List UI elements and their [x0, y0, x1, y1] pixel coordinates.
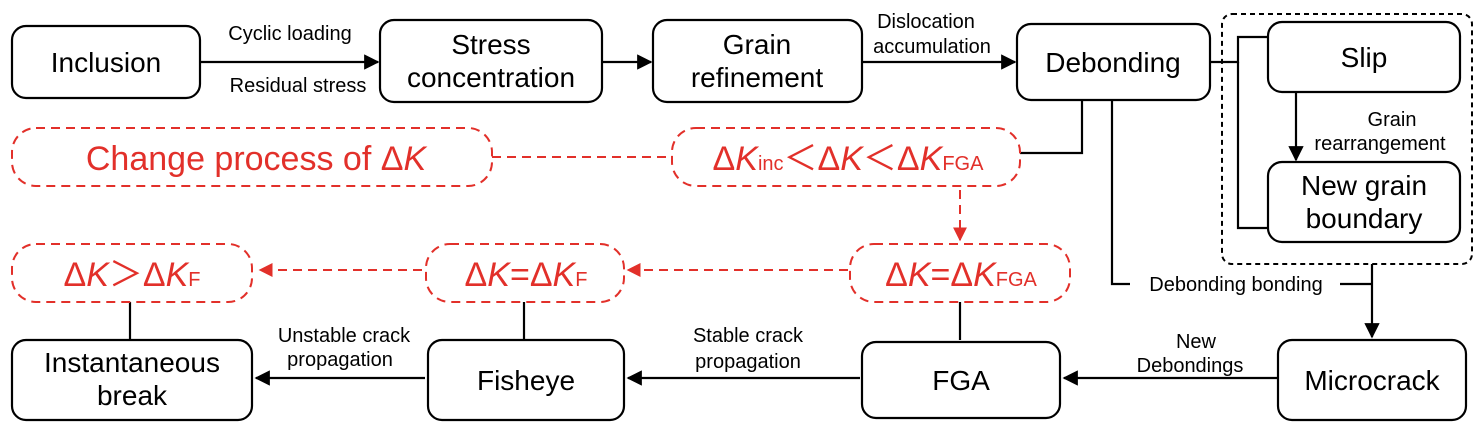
edge-dislocation-line2: accumulation	[873, 36, 991, 58]
node-instant-line1: Instantaneous	[44, 347, 220, 378]
node-fisheye-box	[426, 338, 626, 422]
edge-new-debondings-line1: New	[1176, 331, 1217, 353]
node-inclusion: Inclusion	[51, 47, 162, 78]
dk-range-box	[671, 127, 1021, 187]
node-debonding-box	[1015, 22, 1212, 102]
edge-dislocation-line1: Dislocation	[877, 11, 975, 33]
node-stress-line1: Stress	[451, 29, 530, 60]
node-instant-line2: break	[97, 380, 168, 411]
line-debonding-range	[1020, 100, 1084, 155]
dk-range-text: ΔKinc＜ΔK＜ΔKFGA	[713, 140, 985, 178]
node-grain-line1: Grain	[723, 29, 791, 60]
line-bracket-newgrain	[1236, 62, 1268, 230]
node-grain-box	[651, 18, 864, 104]
edge-grain-rearr-line2: rearrangement	[1314, 133, 1446, 155]
node-newgrain-line2: boundary	[1306, 203, 1423, 234]
edge-residual-stress: Residual stress	[230, 75, 367, 97]
dk-fgaeq-text: ΔK=ΔKFGA	[885, 256, 1037, 294]
line-debonding-bonding-left	[1110, 100, 1130, 286]
dk-fgt-text: ΔK＞ΔKF	[63, 256, 200, 294]
edge-unstable-line2: propagation	[287, 349, 393, 371]
node-fga-box	[860, 340, 1062, 420]
line-debonding-slip	[1210, 35, 1268, 64]
node-microcrack: Microcrack	[1304, 365, 1440, 396]
dk-feq-box	[425, 243, 625, 303]
node-fisheye: Fisheye	[477, 365, 575, 396]
edge-debonding-bonding: Debonding bonding	[1149, 274, 1323, 296]
dk-change-text: Change process of ΔK	[86, 140, 428, 178]
edge-stable-line2: propagation	[695, 351, 801, 373]
edge-stable-line1: Stable crack	[693, 325, 804, 347]
edge-new-debondings-line2: Debondings	[1137, 355, 1244, 377]
node-fga: FGA	[932, 365, 990, 396]
node-debonding: Debonding	[1045, 47, 1180, 78]
dk-fgaeq-box	[849, 243, 1071, 303]
edge-grain-rearr-line1: Grain	[1368, 109, 1417, 131]
node-slip: Slip	[1341, 42, 1388, 73]
dk-feq-text: ΔK=ΔKF	[465, 256, 588, 294]
slip-group-frame	[1221, 13, 1473, 265]
node-stress-line2: concentration	[407, 62, 575, 93]
node-stress-box	[378, 18, 604, 104]
node-inclusion-box	[10, 24, 202, 100]
node-microcrack-box	[1276, 338, 1468, 422]
edge-unstable-line1: Unstable crack	[278, 325, 411, 347]
dk-fgt-box	[11, 243, 253, 303]
dk-change-box	[11, 127, 493, 187]
edge-cyclic-loading: Cyclic loading	[228, 23, 351, 45]
node-newgrain-box	[1266, 160, 1462, 244]
node-slip-box	[1266, 20, 1462, 94]
node-newgrain-line1: New grain	[1301, 170, 1427, 201]
node-grain-line2: refinement	[691, 62, 824, 93]
node-instant-box	[10, 338, 254, 422]
